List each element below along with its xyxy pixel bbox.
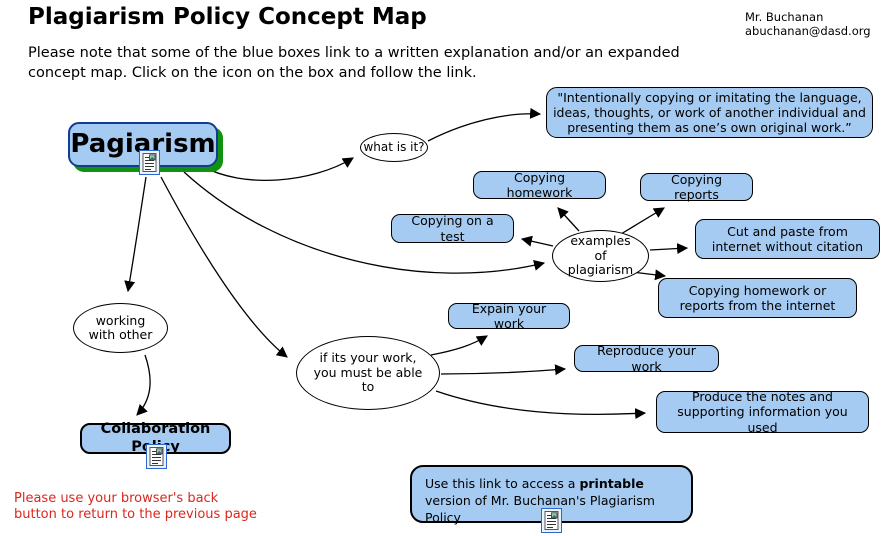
- arrow-main-to-whatisit: [201, 157, 354, 181]
- author-email: abuchanan@dasd.org: [745, 24, 871, 38]
- arrow-examples-to-reports: [620, 207, 665, 235]
- concept-node-copying-on-test: Copying on a test: [391, 213, 514, 244]
- back-button-note: Please use your browser's back button to…: [14, 491, 257, 522]
- concept-node-produce-notes: Produce the notes and supporting informa…: [656, 389, 869, 435]
- intro-note: Please note that some of the blue boxes …: [28, 45, 680, 81]
- arrow-ifyours-to-produce: [435, 390, 647, 420]
- concept-node-plagiarism-main: Pagiarism: [68, 122, 218, 167]
- concept-node-what-is-it: what is it?: [360, 133, 428, 162]
- linked-document-icon[interactable]: [146, 444, 167, 469]
- concept-node-copying-reports: Copying reports: [640, 172, 753, 202]
- arrow-examples-to-cutpaste: [649, 243, 689, 255]
- concept-node-definition: "Intentionally copying or imitating the …: [546, 87, 873, 138]
- printable-text-prefix: Use this link to access a: [425, 476, 580, 491]
- arrow-working-to-collaboration: [136, 354, 151, 416]
- linked-document-icon[interactable]: [139, 150, 160, 175]
- linked-document-icon[interactable]: [541, 508, 562, 533]
- concept-node-examples-of-plagiarism: examples of plagiarism: [552, 230, 649, 282]
- printable-text-bold: printable: [579, 476, 644, 491]
- concept-node-reproduce-your-work: Reproduce your work: [574, 343, 719, 374]
- arrow-ifyours-to-reproduce: [440, 364, 567, 376]
- author-contact: Mr. Buchanan abuchanan@dasd.org: [745, 10, 871, 38]
- arrow-ifyours-to-expain: [430, 335, 488, 356]
- arrow-examples-to-test: [520, 235, 554, 247]
- page-title: Plagiarism Policy Concept Map: [28, 4, 427, 30]
- printable-text-suffix: version of Mr. Buchanan's Plagiarism Pol…: [425, 492, 655, 525]
- author-name: Mr. Buchanan: [745, 10, 824, 24]
- concept-node-copying-homework: Copying homework: [473, 170, 606, 200]
- concept-node-if-your-work: if its your work, you must be able to: [296, 336, 440, 410]
- concept-node-cut-and-paste: Cut and paste from internet without cita…: [695, 219, 880, 259]
- arrow-main-to-working: [124, 176, 147, 293]
- arrow-whatisit-to-definition: [427, 107, 542, 142]
- concept-node-printable-link: Use this link to access a printable vers…: [410, 465, 693, 525]
- arrow-main-to-examples: [183, 171, 546, 274]
- arrow-examples-to-homework: [557, 207, 580, 232]
- arrow-main-to-ifyours: [160, 176, 288, 358]
- concept-node-copying-from-internet: Copying homework or reports from the int…: [658, 278, 857, 318]
- concept-node-working-with-other: working with other: [73, 303, 168, 353]
- concept-node-explain-your-work: Expain your work: [448, 301, 570, 331]
